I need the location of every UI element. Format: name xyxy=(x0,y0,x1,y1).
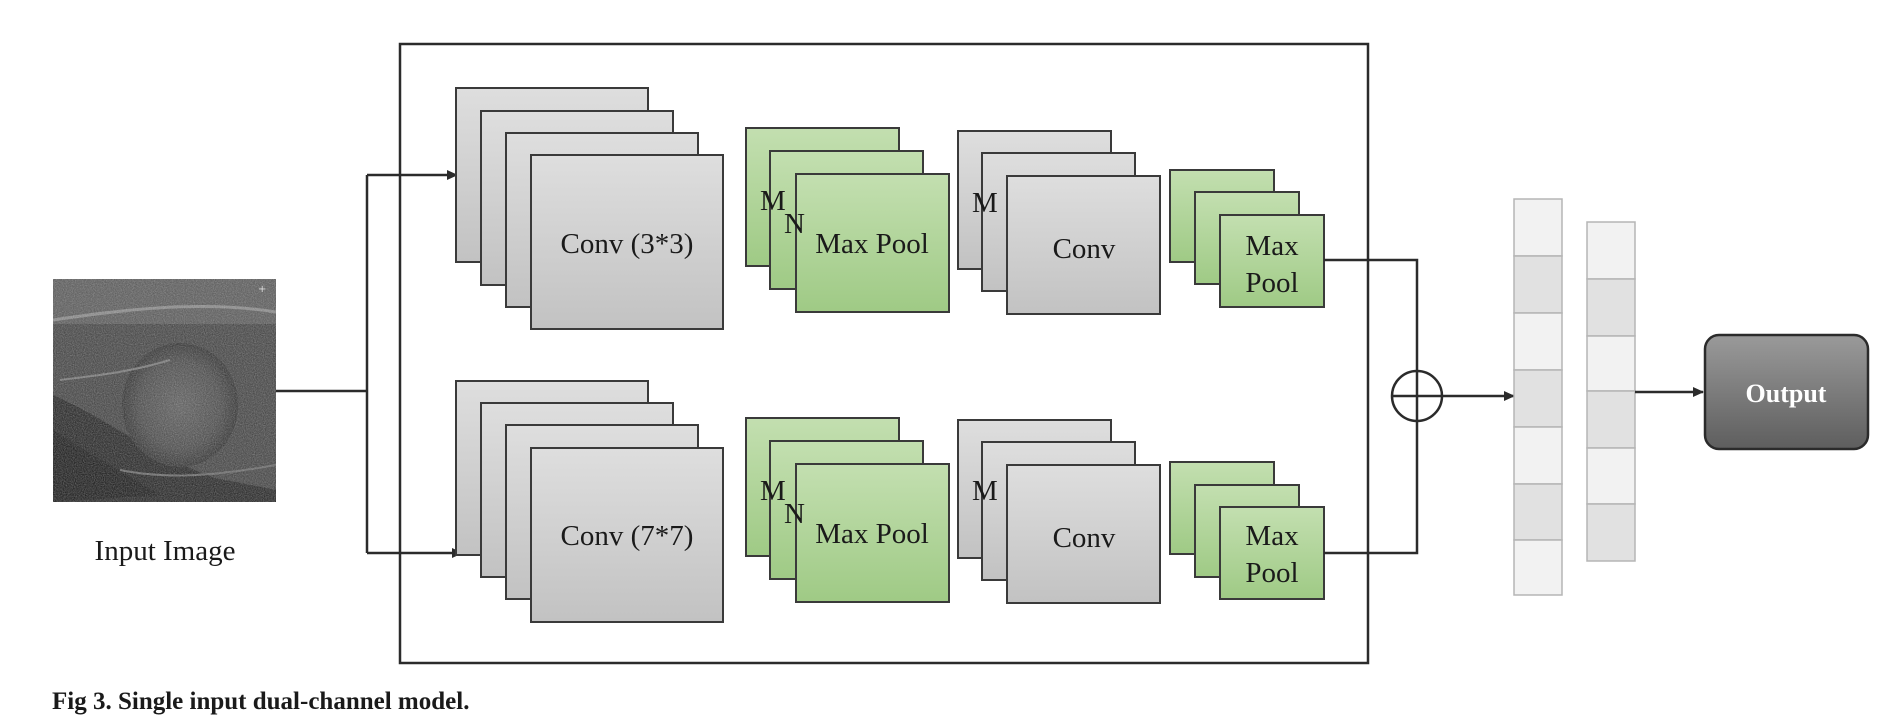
feature-vector-1 xyxy=(1513,198,1563,596)
input-connectors xyxy=(276,170,463,558)
pool-stack-1 xyxy=(745,127,950,313)
conv2-peek-m-1: M xyxy=(972,187,998,219)
conv2-label-1: Conv xyxy=(1053,233,1116,265)
pool2-label-2b: Pool xyxy=(1245,557,1298,589)
conv2-peek-m-2: M xyxy=(972,475,998,507)
input-image-label: Input Image xyxy=(95,535,236,567)
pool2-label-2a: Max xyxy=(1245,520,1299,552)
pool-peek-m-2: M xyxy=(760,475,786,507)
svg-text:+: + xyxy=(258,284,266,295)
output-label: Output xyxy=(1746,379,1827,408)
conv2-stack-2 xyxy=(957,419,1161,604)
conv-label-1: Conv (3*3) xyxy=(561,228,694,260)
pool2-label-1a: Max xyxy=(1245,230,1299,262)
pool2-stack-1 xyxy=(1169,169,1325,308)
conv-stack-2 xyxy=(455,380,724,623)
pool-peek-n-1: N xyxy=(784,208,805,240)
concat-symbol xyxy=(1390,369,1444,423)
conv-stack-1 xyxy=(455,87,724,330)
feature-vector-2 xyxy=(1586,221,1636,562)
pool-label-1: Max Pool xyxy=(815,228,929,260)
pool-peek-n-2: N xyxy=(784,498,805,530)
output-box: Output xyxy=(1703,333,1870,451)
pool-peek-m-1: M xyxy=(760,185,786,217)
conv2-label-2: Conv xyxy=(1053,522,1116,554)
channel-1: Conv (3*3) M N Max Pool M Conv Max Pool xyxy=(455,87,1325,330)
model-container xyxy=(398,42,1370,665)
channel-2: Conv (7*7) M N Max Pool M Conv Max Pool xyxy=(455,380,1325,623)
figure-caption: Fig 3. Single input dual-channel model. xyxy=(52,688,470,715)
pool-label-2: Max Pool xyxy=(815,518,929,550)
conv2-stack-1 xyxy=(957,130,1161,315)
conv-label-2: Conv (7*7) xyxy=(561,520,694,552)
input-image: + xyxy=(53,279,276,502)
pool-stack-2 xyxy=(745,417,950,603)
pool2-label-1b: Pool xyxy=(1245,267,1298,299)
pool2-stack-2 xyxy=(1169,461,1325,600)
